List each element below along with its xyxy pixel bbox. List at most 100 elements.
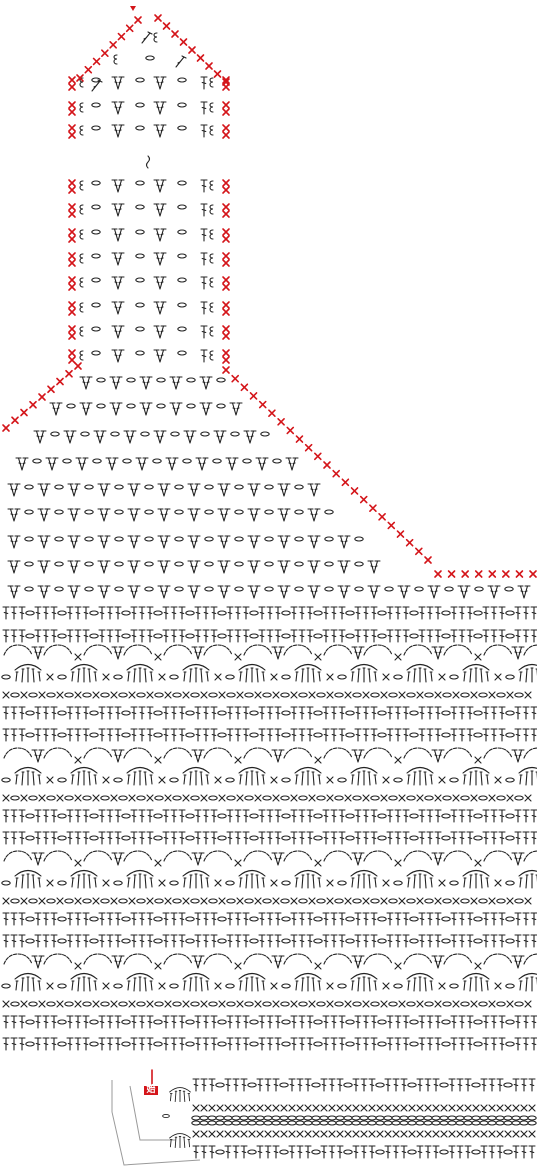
chain-stitch xyxy=(101,693,109,697)
chain-stitch xyxy=(240,1116,248,1120)
chain-stitch xyxy=(122,939,130,943)
chain-stitch xyxy=(92,230,100,234)
chain-stitch xyxy=(90,814,98,818)
chain-stitch xyxy=(410,1020,418,1024)
edge-mark xyxy=(223,277,229,283)
v-cluster xyxy=(278,561,290,573)
edge-mark xyxy=(425,557,431,563)
single-crochet xyxy=(93,1001,99,1007)
chain-stitch xyxy=(515,693,523,697)
double-crochet xyxy=(451,832,457,844)
double-crochet xyxy=(363,707,369,719)
double-crochet xyxy=(35,913,41,925)
chain-stitch xyxy=(497,899,505,903)
double-crochet xyxy=(203,810,209,822)
double-crochet xyxy=(291,1038,297,1050)
decrease-stitch xyxy=(176,56,186,67)
single-crochet xyxy=(513,1131,519,1137)
edge-mark xyxy=(361,497,367,503)
chain-stitch xyxy=(173,1002,181,1006)
double-crochet xyxy=(107,707,113,719)
single-crochet xyxy=(147,692,153,698)
double-crochet xyxy=(299,913,305,925)
chain-stitch xyxy=(173,693,181,697)
v-cluster xyxy=(128,484,140,496)
chain-stitch xyxy=(90,939,98,943)
double-crochet xyxy=(435,832,441,844)
chain-stitch xyxy=(58,917,66,921)
double-crochet xyxy=(339,630,345,642)
double-crochet xyxy=(371,729,377,741)
picot-loop xyxy=(80,351,83,360)
picot-loop xyxy=(80,278,83,287)
double-crochet xyxy=(425,1079,431,1091)
single-crochet xyxy=(441,1105,447,1111)
double-crochet xyxy=(11,607,17,619)
double-crochet xyxy=(75,810,81,822)
single-crochet xyxy=(209,1131,215,1137)
v-cluster xyxy=(158,509,170,521)
single-crochet xyxy=(529,1131,535,1137)
single-crochet xyxy=(321,1105,327,1111)
chain-stitch xyxy=(371,899,379,903)
double-crochet xyxy=(451,1038,457,1050)
double-crochet xyxy=(75,630,81,642)
double-crochet xyxy=(259,729,265,741)
v-cluster xyxy=(8,536,20,548)
double-crochet xyxy=(331,1038,337,1050)
chain-stitch xyxy=(456,1121,464,1125)
double-crochet xyxy=(395,607,401,619)
double-crochet xyxy=(419,707,425,719)
double-crochet xyxy=(419,832,425,844)
shell-fan xyxy=(519,871,537,889)
single-crochet xyxy=(281,1131,287,1137)
v-cluster xyxy=(32,647,44,659)
double-crochet xyxy=(3,607,9,619)
double-crochet xyxy=(115,607,121,619)
double-crochet xyxy=(459,607,465,619)
v-cluster xyxy=(184,431,196,443)
double-crochet xyxy=(11,913,17,925)
v-cluster xyxy=(166,458,178,470)
double-crochet xyxy=(363,913,369,925)
double-crochet xyxy=(163,935,169,947)
picot-loop xyxy=(210,303,213,312)
double-crochet xyxy=(291,1016,297,1028)
chain-stitch xyxy=(175,587,183,591)
chain-stitch xyxy=(496,1121,504,1125)
edge-mark xyxy=(39,394,45,400)
double-crochet xyxy=(107,729,113,741)
double-crochet xyxy=(467,832,473,844)
single-crochet xyxy=(159,880,165,886)
v-cluster xyxy=(124,431,136,443)
chain-stitch xyxy=(440,1150,448,1154)
v-cluster xyxy=(154,229,166,241)
chain-stitch xyxy=(47,899,55,903)
edge-mark xyxy=(223,326,229,332)
double-crochet xyxy=(323,729,329,741)
double-crochet xyxy=(115,810,121,822)
double-crochet xyxy=(371,935,377,947)
v-cluster xyxy=(192,750,204,762)
edge-mark xyxy=(69,302,75,308)
chain-stitch xyxy=(314,917,322,921)
double-crochet xyxy=(403,935,409,947)
single-crochet xyxy=(399,692,405,698)
single-crochet xyxy=(159,983,165,989)
chain-stitch xyxy=(296,1116,304,1120)
single-crochet xyxy=(3,692,9,698)
chain-stitch xyxy=(474,634,482,638)
double-crochet xyxy=(11,1016,17,1028)
chain-stitch xyxy=(119,899,127,903)
double-crochet xyxy=(171,913,177,925)
shell-fan xyxy=(183,768,209,786)
single-crochet xyxy=(505,1105,511,1111)
single-crochet xyxy=(219,692,225,698)
v-cluster xyxy=(110,403,122,415)
chain-stitch xyxy=(47,693,55,697)
chain-stitch xyxy=(178,78,186,82)
double-crochet xyxy=(489,1079,495,1091)
v-cluster xyxy=(188,484,200,496)
chain-stitch xyxy=(335,693,343,697)
